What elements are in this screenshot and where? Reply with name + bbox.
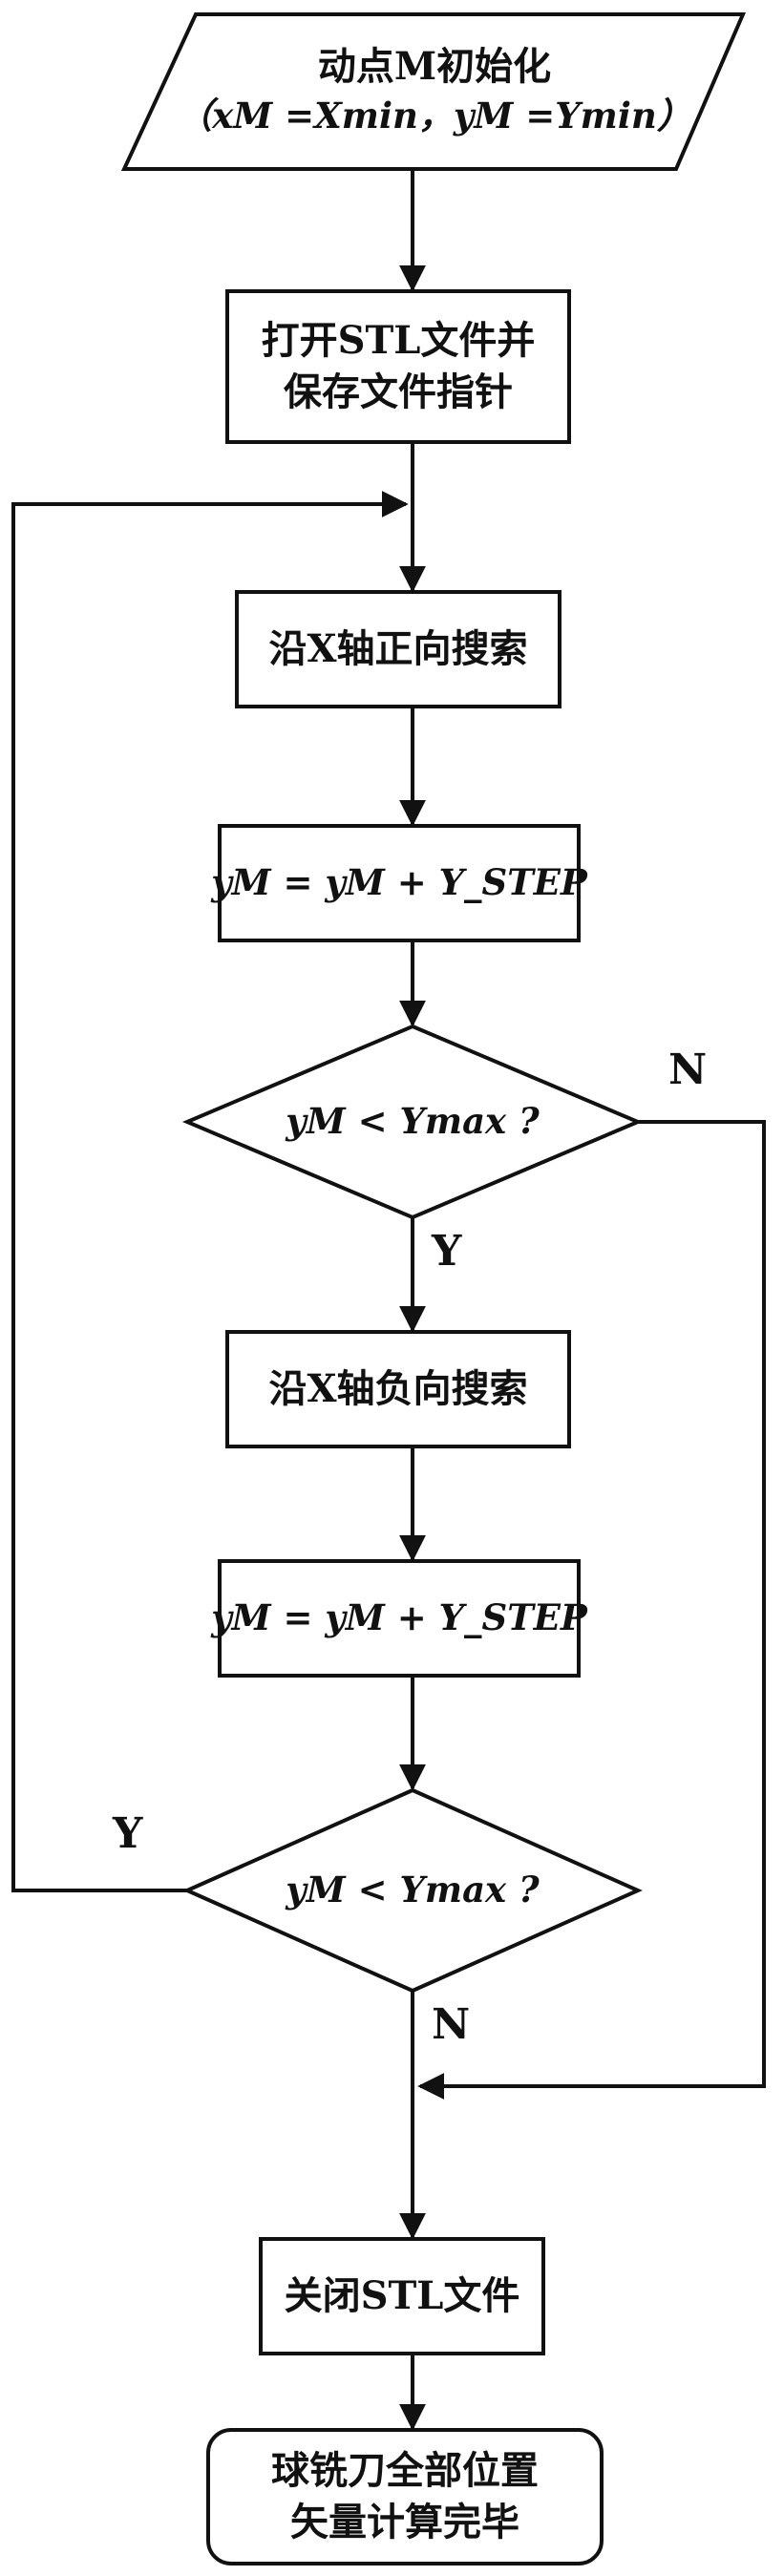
start-line1: 动点M初始化 bbox=[317, 44, 552, 90]
cond2-yes-label: Y bbox=[113, 1809, 143, 1858]
condition2-text: yM < Ymax ? bbox=[239, 1843, 586, 1938]
start-line2: （xM =Xmin，yM =Ymin） bbox=[177, 95, 692, 137]
search-positive-box bbox=[235, 590, 562, 708]
step2-label: yM = yM + Y_STEP bbox=[211, 1596, 587, 1639]
condition1-text: yM < Ymax ? bbox=[239, 1074, 586, 1170]
step1-label: yM = yM + Y_STEP bbox=[211, 861, 587, 904]
condition2-label: yM < Ymax ? bbox=[286, 1869, 540, 1911]
open-file-box bbox=[225, 289, 571, 444]
cond1-no-line bbox=[417, 1120, 766, 2100]
step2-text: yM = yM + Y_STEP bbox=[211, 1561, 587, 1676]
close-file-text: 关闭STL文件 bbox=[263, 2239, 541, 2354]
step1-text: yM = yM + Y_STEP bbox=[211, 826, 587, 940]
cond1-no-label: N bbox=[668, 1045, 708, 1094]
step1-box bbox=[218, 824, 581, 942]
loop-back-line bbox=[11, 491, 409, 1892]
search-positive-label: 沿X轴正向搜索 bbox=[268, 626, 528, 671]
open-line1: 打开STL文件并 bbox=[261, 318, 536, 363]
condition1-label: yM < Ymax ? bbox=[286, 1100, 540, 1143]
end-node-text: 球铣刀全部位置 矢量计算完毕 bbox=[210, 2430, 600, 2564]
step2-box bbox=[218, 1559, 581, 1678]
open-line2: 保存文件指针 bbox=[284, 370, 513, 414]
cond1-yes-label: Y bbox=[432, 1227, 462, 1276]
search-negative-text: 沿X轴负向搜索 bbox=[229, 1332, 567, 1446]
end-line1: 球铣刀全部位置 bbox=[271, 2448, 539, 2493]
cond2-no-label: N bbox=[432, 2000, 471, 2049]
search-negative-label: 沿X轴负向搜索 bbox=[268, 1366, 528, 1411]
open-file-text: 打开STL文件并 保存文件指针 bbox=[229, 291, 567, 442]
search-positive-text: 沿X轴正向搜索 bbox=[239, 592, 558, 707]
search-negative-box bbox=[225, 1330, 571, 1448]
end-line2: 矢量计算完毕 bbox=[290, 2500, 519, 2544]
close-file-label: 关闭STL文件 bbox=[284, 2273, 520, 2318]
start-parallelogram bbox=[120, 12, 747, 171]
start-node-text: 动点M初始化 （xM =Xmin，yM =Ymin） bbox=[143, 19, 726, 162]
